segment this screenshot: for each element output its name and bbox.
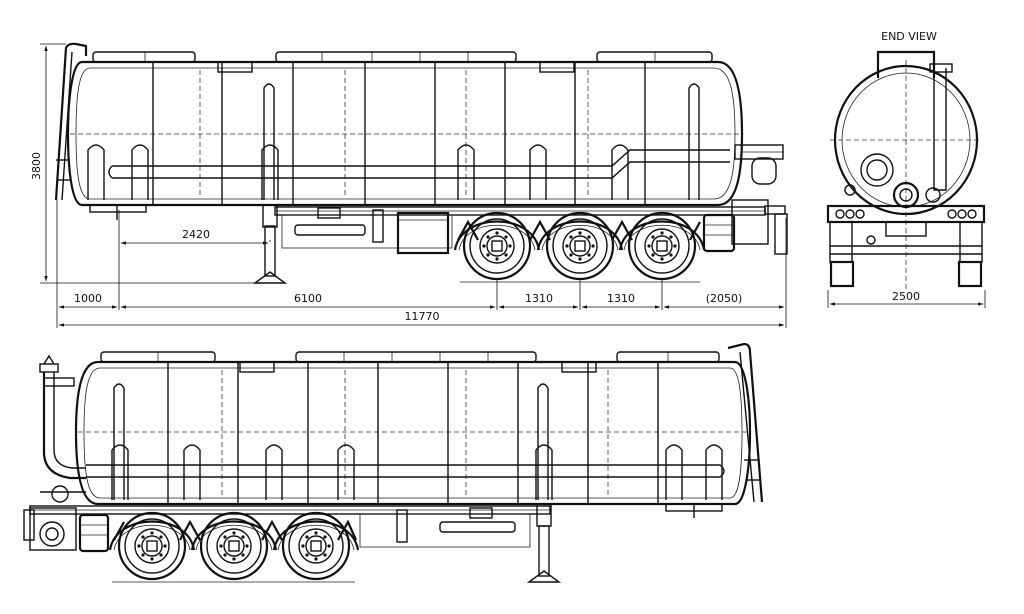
vent-pipe — [39, 354, 86, 480]
dim-rear-overhang: (2050) — [706, 292, 743, 305]
landing-gear-bottom — [526, 503, 562, 583]
chassis — [89, 199, 788, 255]
side-view-top — [54, 42, 788, 284]
tank-body-bottom — [74, 360, 752, 506]
wheels-bottom — [108, 511, 360, 583]
landing-gear — [252, 204, 288, 284]
dim-front-overhang: 1000 — [74, 292, 102, 305]
end-view: END VIEW — [826, 30, 986, 290]
wheels-top — [453, 211, 706, 283]
dim-overall-length: 11770 — [405, 310, 440, 323]
front-ladder — [54, 42, 88, 201]
end-view-title: END VIEW — [881, 30, 937, 43]
dimension-labels: 3800 2420 1000 6100 1310 1310 (2050) 117… — [30, 152, 920, 323]
dim-wheelbase: 6100 — [294, 292, 322, 305]
dim-kingpin-offset: 2420 — [182, 228, 210, 241]
dim-height: 3800 — [30, 152, 43, 180]
dim-axle-spacing-1: 1310 — [525, 292, 553, 305]
rear-valves — [734, 144, 784, 185]
dim-overall-width: 2500 — [892, 290, 920, 303]
chassis-bottom — [23, 485, 723, 553]
tank-body — [66, 60, 744, 207]
dim-axle-spacing-2: 1310 — [607, 292, 635, 305]
dimension-lines — [40, 43, 986, 328]
side-view-bottom — [23, 342, 764, 583]
rear-ladder — [727, 342, 764, 503]
